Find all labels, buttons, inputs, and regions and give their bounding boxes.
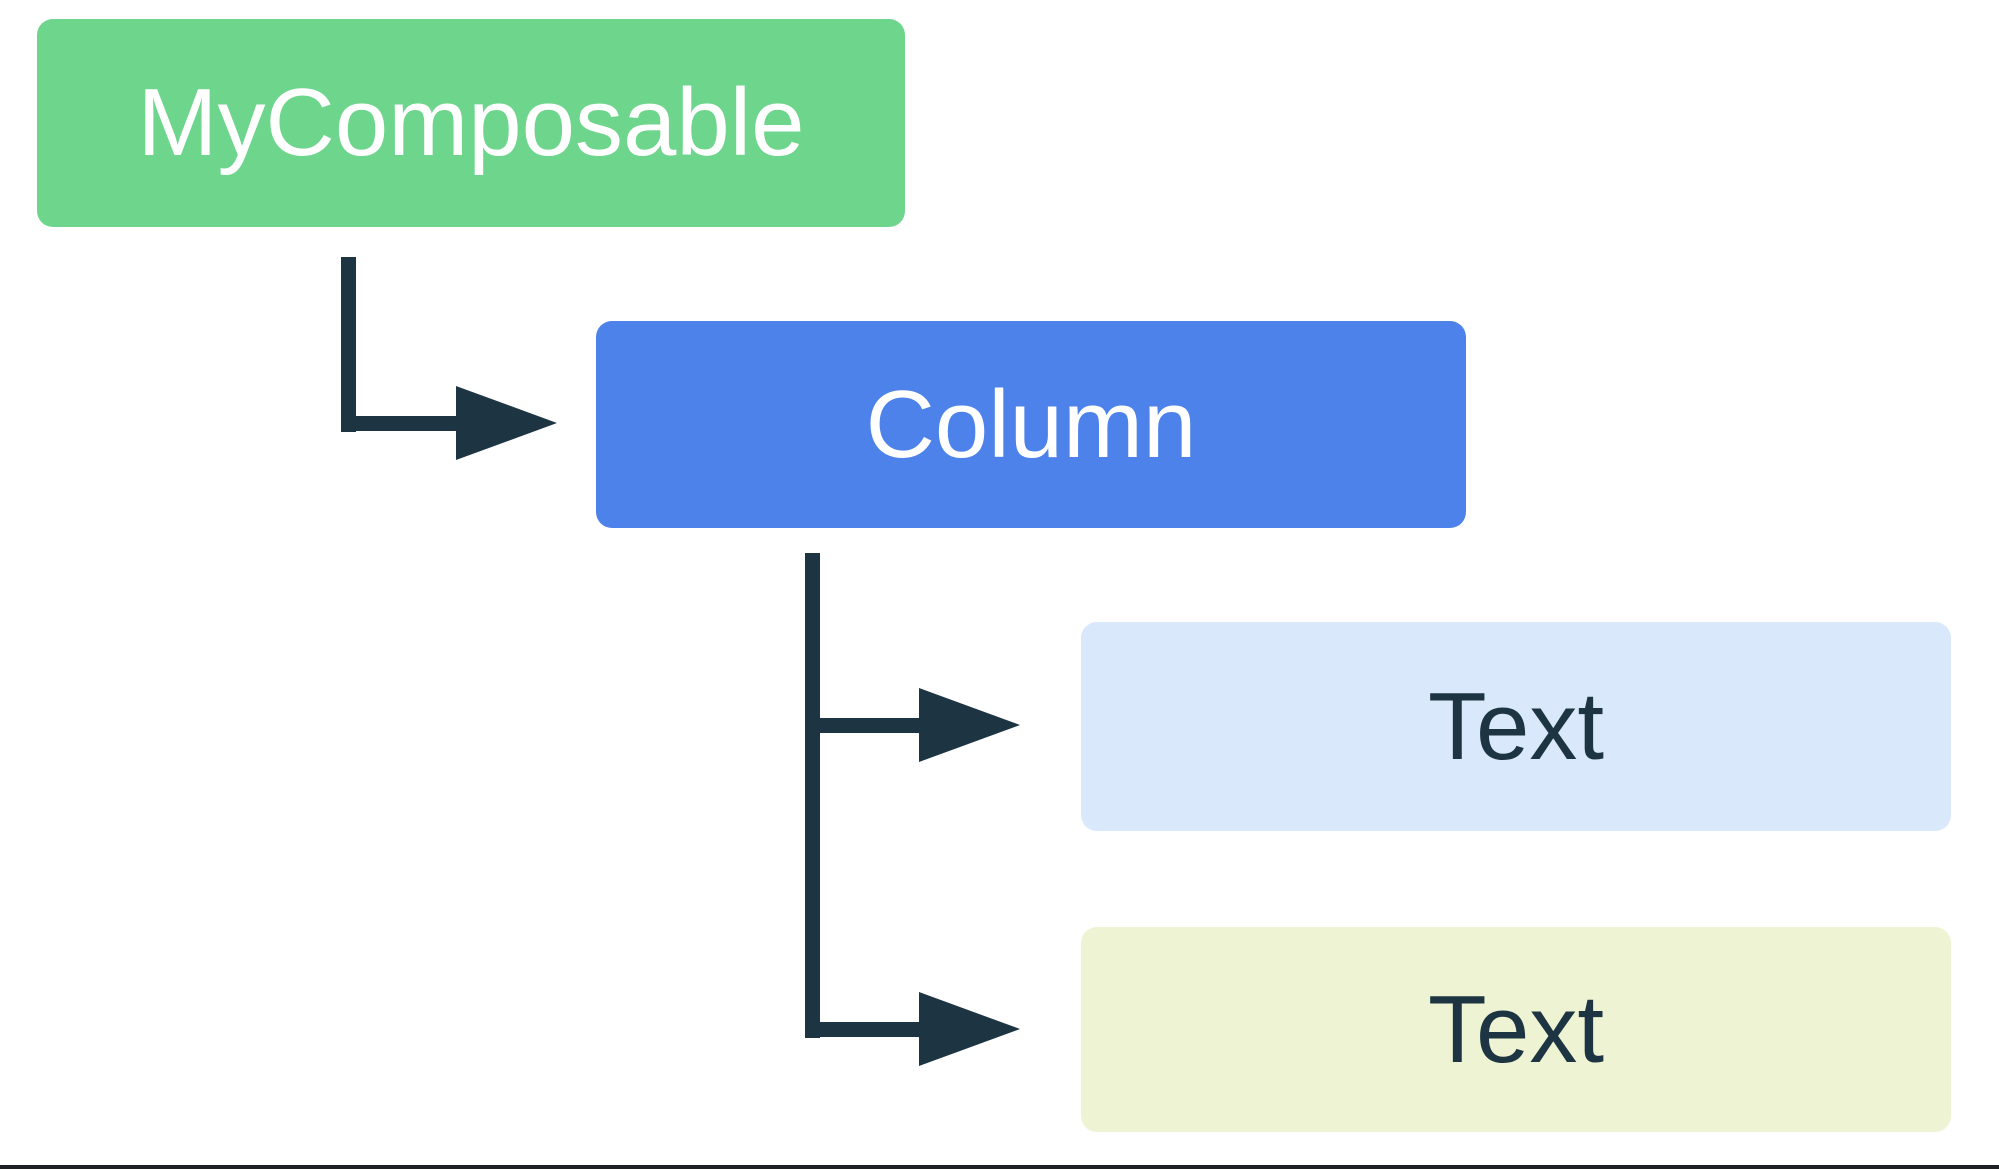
node-text-2: Text: [1081, 927, 1951, 1132]
arrow-right-icon: [919, 992, 1020, 1066]
node-mycomposable: MyComposable: [37, 19, 905, 227]
node-column-label: Column: [865, 370, 1197, 478]
arrow-root-to-column-horizontal-line: [341, 416, 457, 431]
arrow-column-trunk-vertical-line: [805, 553, 820, 1038]
arrow-column-to-text-2-horizontal-line: [805, 1022, 920, 1037]
arrow-column-to-text-1-horizontal-line: [805, 718, 920, 733]
arrow-right-icon: [919, 688, 1020, 762]
node-column: Column: [596, 321, 1466, 528]
node-text-1-label: Text: [1427, 672, 1605, 780]
arrow-right-icon: [456, 386, 557, 460]
node-mycomposable-label: MyComposable: [137, 69, 805, 176]
bottom-border-line: [0, 1165, 1999, 1169]
node-text-1: Text: [1081, 622, 1951, 831]
node-text-2-label: Text: [1427, 975, 1605, 1083]
arrow-root-to-column-vertical-line: [341, 257, 356, 432]
